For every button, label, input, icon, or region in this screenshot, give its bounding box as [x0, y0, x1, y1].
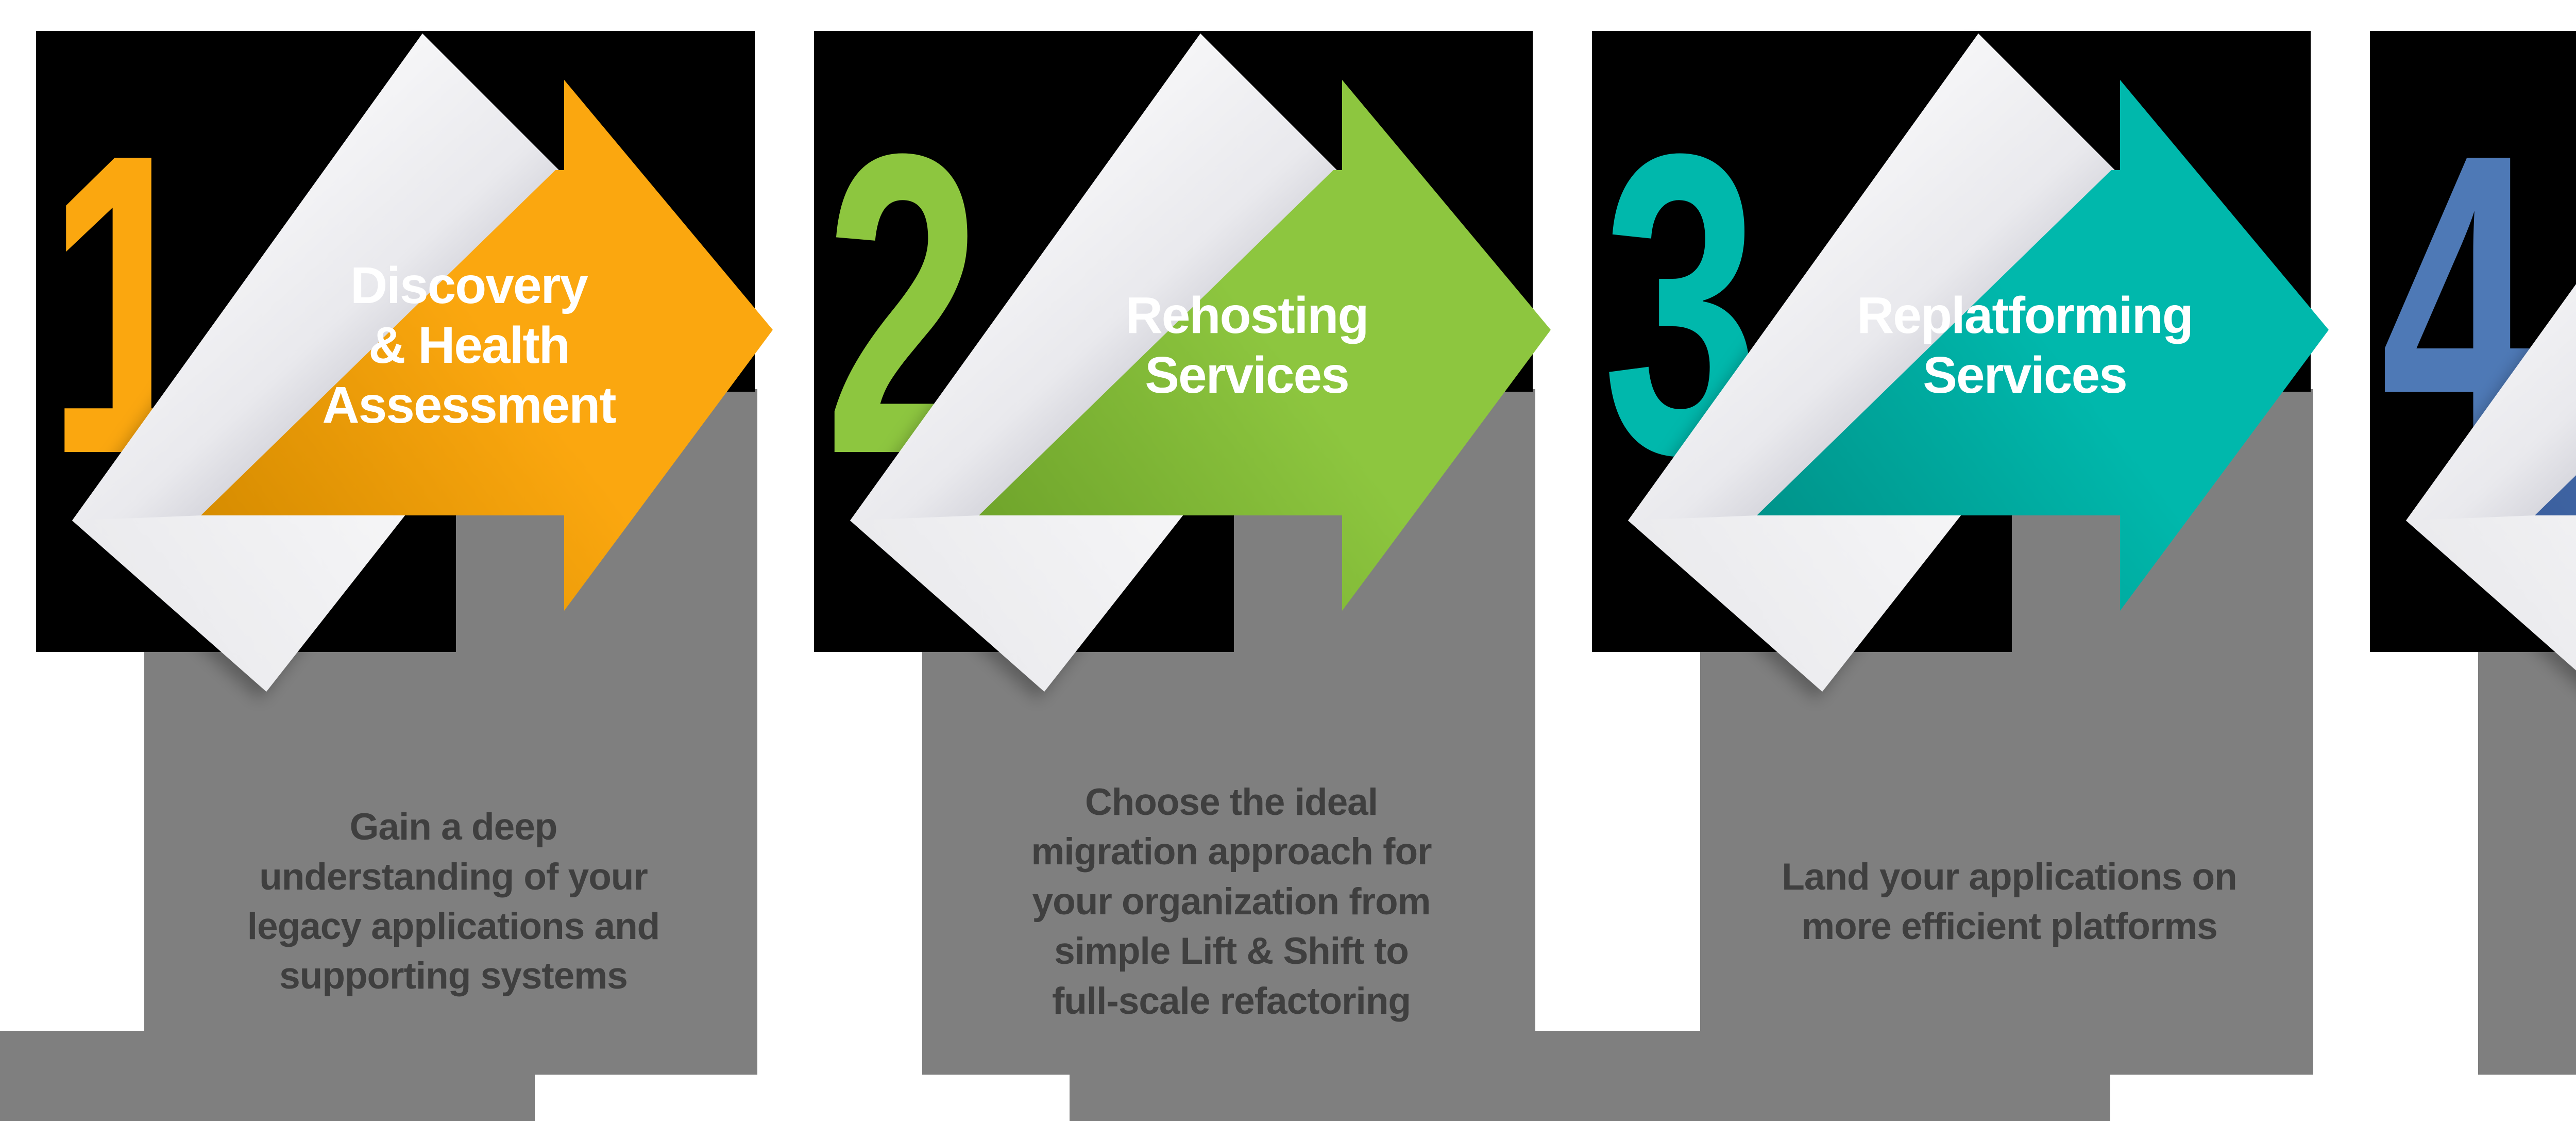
step-card-1: 1 Discovery & Health Assessment: [0, 0, 778, 1121]
arrow-shape: [2535, 475, 2576, 515]
arrow-shape: [201, 80, 773, 611]
step-description: Enrich your critical applications with m…: [2486, 714, 2576, 1090]
page-curl: [72, 34, 559, 521]
step-description: Choose the ideal migration approach for …: [1031, 781, 1432, 1022]
card-art: [1628, 34, 2329, 692]
step-card-3: 3 Replatforming Services Land y: [1556, 0, 2334, 1121]
arrow-label: Rehosting Services: [1125, 287, 1369, 404]
page-curl: [2406, 284, 2576, 521]
page-curl: [850, 34, 1337, 521]
step-description: Gain a deep understanding of your legacy…: [247, 806, 660, 997]
step-card-2: 2 Rehosting Services Choose the: [778, 0, 1556, 1121]
card-art: [2406, 284, 2576, 671]
page-curl: [1628, 34, 2115, 521]
arrow-shape: [1757, 80, 2329, 611]
card-art: [72, 34, 773, 692]
arrow-label: Discovery & Health Assessment: [322, 257, 616, 434]
arrow-label: Replatforming Services: [1857, 287, 2194, 404]
step-card-4: 4 Refactoring Services Enrich y: [2334, 0, 2576, 1121]
card-art: [850, 34, 1551, 692]
background-gap: [2313, 1031, 2478, 1077]
background-gap: [535, 1075, 1070, 1121]
step-description: Land your applications on more efficient…: [1782, 856, 2238, 947]
background-gap: [757, 1031, 922, 1077]
arrow-shape: [979, 80, 1551, 611]
background-gap: [2110, 1075, 2576, 1121]
